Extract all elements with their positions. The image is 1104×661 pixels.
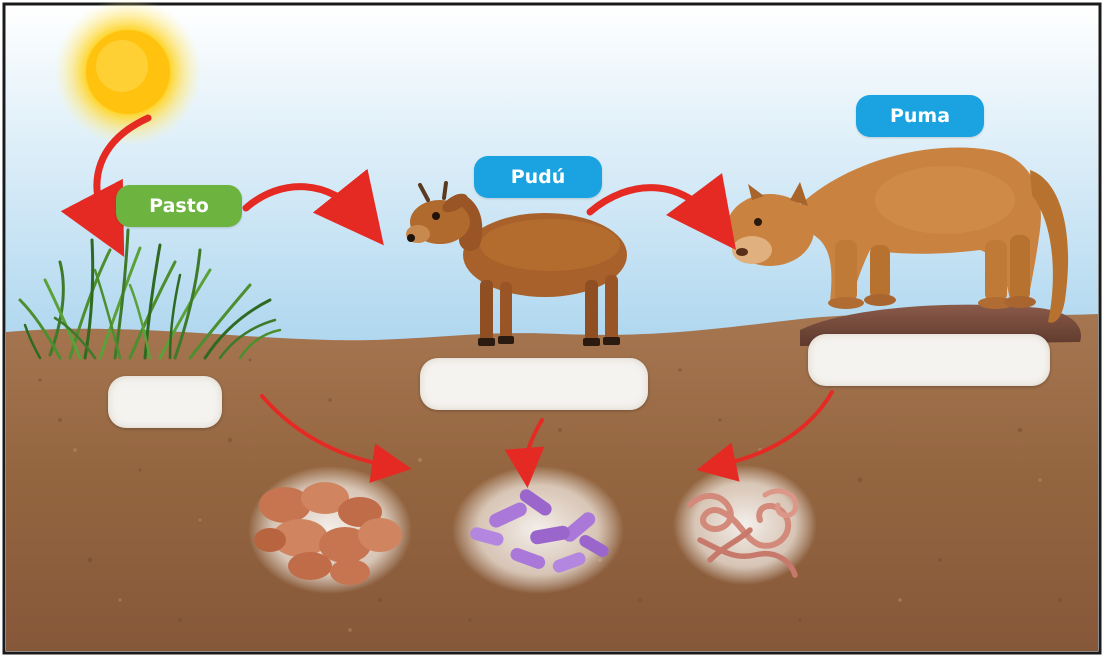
fungi-icon <box>248 466 412 594</box>
bacteria-icon <box>452 466 624 594</box>
answer-box-pasto[interactable] <box>108 376 222 428</box>
sun-icon <box>54 0 202 146</box>
label-puma: Puma <box>856 95 984 137</box>
label-pudu: Pudú <box>474 156 602 198</box>
label-pasto: Pasto <box>116 185 242 227</box>
answer-box-pudu[interactable] <box>420 358 648 410</box>
answer-box-puma[interactable] <box>808 334 1050 386</box>
earthworm-icon <box>673 465 817 585</box>
